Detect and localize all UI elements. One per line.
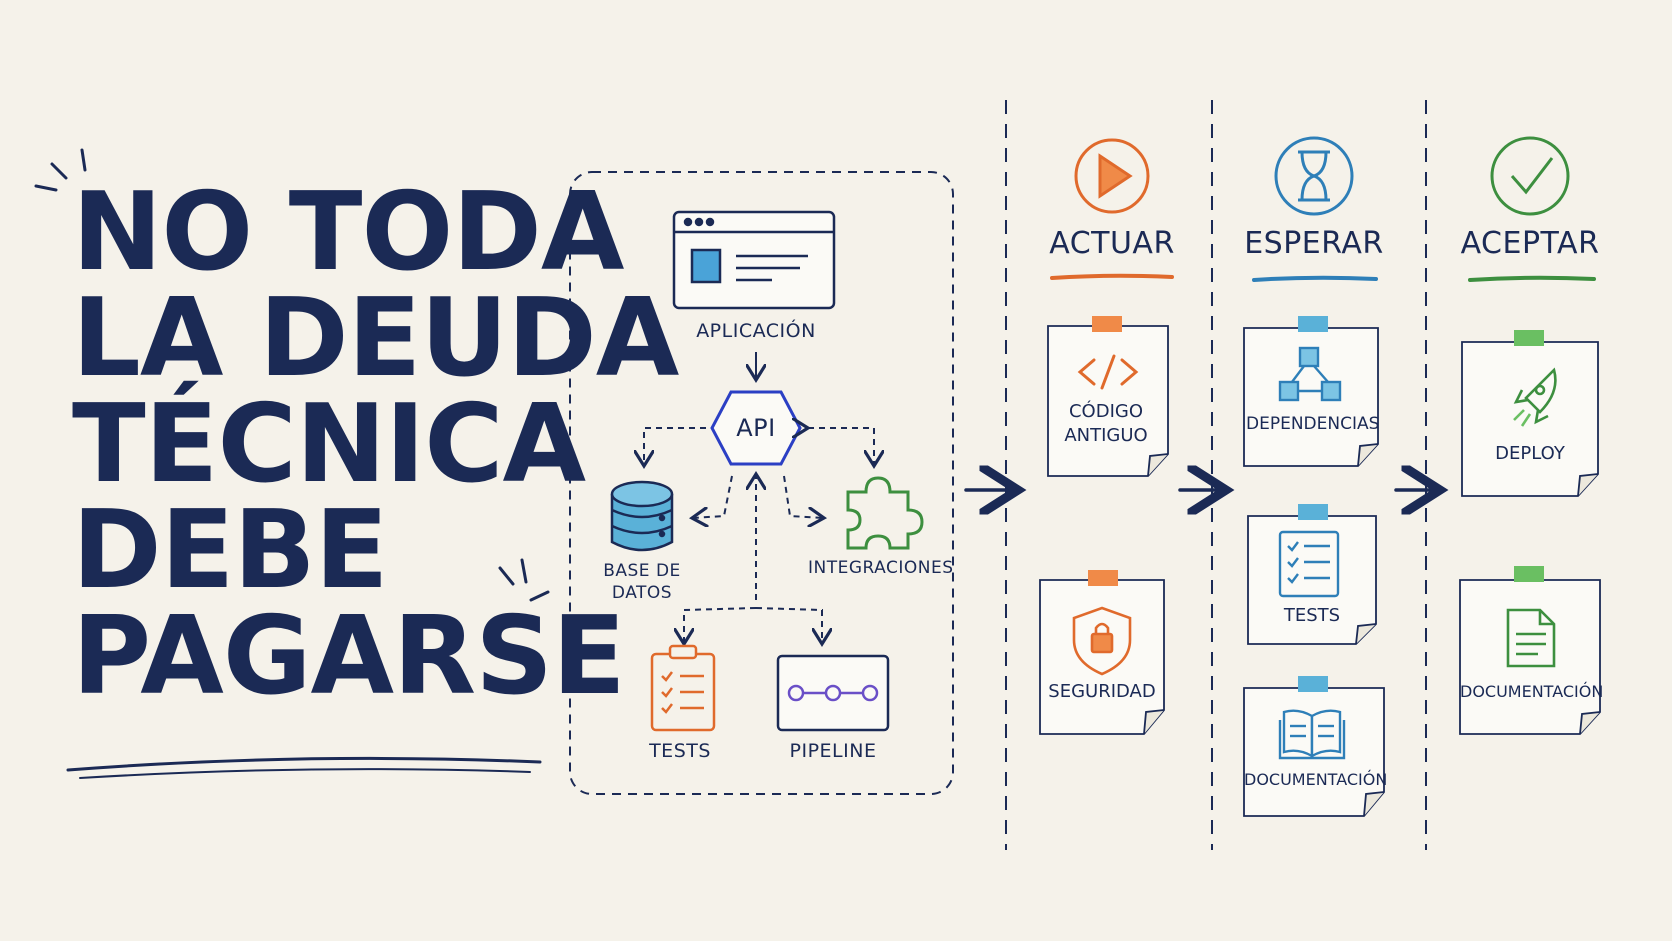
node-label-pipeline: PIPELINE — [789, 740, 877, 762]
database-icon — [610, 480, 674, 552]
clipboard-icon — [650, 644, 716, 732]
code-icon — [1077, 354, 1139, 390]
pipeline-icon — [776, 654, 890, 732]
node-label-app: APLICACIÓN — [696, 320, 816, 342]
api-hexagon — [710, 390, 802, 466]
note-text-documentacion-aceptar: DOCUMENTACIÓN — [1460, 682, 1604, 701]
note-text-deploy: DEPLOY — [1495, 443, 1565, 464]
title-line-1: NO TODA — [72, 170, 625, 295]
note-codigo-antiguo — [1047, 316, 1169, 477]
underline-actuar — [1050, 273, 1174, 280]
title-line-5: PAGARSE — [72, 594, 626, 719]
cubes-icon — [1278, 346, 1342, 402]
note-text-tests: TESTS — [1283, 605, 1341, 626]
note-text-dependencias: DEPENDENCIAS — [1246, 414, 1380, 434]
node-label-db: BASE DE DATOS — [603, 561, 681, 603]
node-label-integrations: INTEGRACIONES — [808, 558, 954, 578]
title-line-4: DEBE — [72, 488, 389, 613]
column-heading-actuar: ACTUAR — [1049, 226, 1175, 261]
document-icon — [1506, 608, 1556, 668]
underline-esperar — [1252, 275, 1378, 282]
architecture-frame — [569, 171, 954, 795]
note-dependencias — [1243, 316, 1379, 467]
hourglass-icon — [1274, 136, 1354, 216]
note-text-documentacion-esperar: DOCUMENTACIÓN — [1244, 770, 1388, 789]
play-icon — [1074, 138, 1150, 214]
book-icon — [1278, 709, 1346, 760]
column-heading-aceptar: ACEPTAR — [1460, 226, 1600, 261]
note-text-seguridad: SEGURIDAD — [1048, 681, 1156, 702]
note-seguridad — [1039, 570, 1165, 735]
shield-lock-icon — [1072, 606, 1132, 676]
rocket-icon — [1513, 367, 1557, 427]
puzzle-icon — [846, 476, 924, 550]
column-heading-esperar: ESPERAR — [1244, 226, 1384, 261]
check-icon — [1490, 136, 1570, 216]
application-window-icon — [672, 210, 836, 310]
title-line-3: TÉCNICA — [72, 382, 586, 507]
node-label-tests: TESTS — [649, 740, 711, 762]
underline-aceptar — [1468, 275, 1596, 282]
note-deploy — [1461, 330, 1599, 497]
checklist-icon — [1278, 530, 1340, 598]
node-label-api: API — [736, 414, 776, 442]
note-text-codigo-antiguo: CÓDIGO ANTIGUO — [1064, 401, 1148, 446]
